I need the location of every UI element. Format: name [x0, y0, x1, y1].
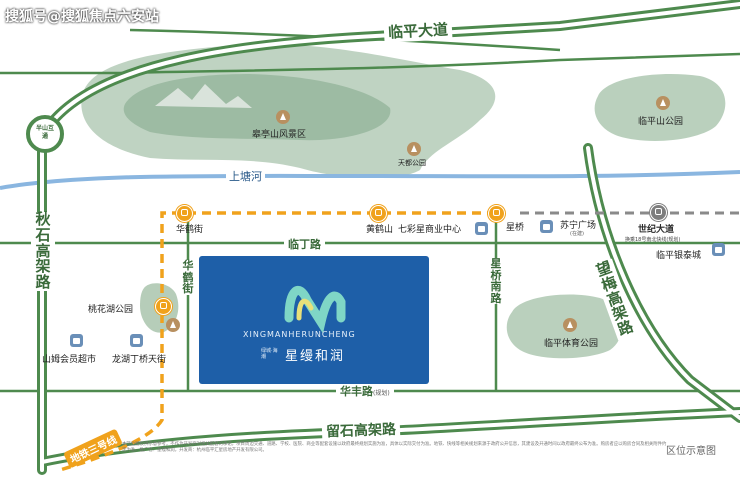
- map-caption: 区位示意图: [666, 446, 716, 457]
- xingqiao-south-road-label: 星桥南路: [488, 258, 504, 305]
- huafeng-road-name: 华丰路: [340, 385, 373, 398]
- project-pinyin: XINGMANHERUNCHENG: [243, 330, 356, 339]
- shangtang-river-label: 上塘河: [226, 168, 265, 184]
- tree-icon-taohuahu: [166, 318, 180, 332]
- station-xingqiao-label: 星桥: [506, 223, 525, 233]
- century-avenue-note: 换乘18号南北快线(规划): [625, 237, 681, 243]
- banshan-interchange-label: 半山互通: [36, 125, 55, 140]
- suning-plaza-label: 苏宁广场: [560, 221, 597, 231]
- linping-avenue-label: 临平大道: [383, 18, 453, 43]
- huafeng-road-label: 华丰路(规划): [336, 383, 394, 399]
- project-logo-mark: [284, 285, 346, 334]
- tree-icon-tiandu: [407, 142, 421, 156]
- disclaimer-text: 本区位图仅供示意参考，不作为开发商对相关配套的承诺，项目周边交通、道路、学校、医…: [122, 442, 667, 453]
- shop-icon-sams: [70, 334, 83, 347]
- longhu-tianjie-label: 龙湖丁桥天街: [112, 355, 167, 365]
- metro-icon-xingqiao: [488, 205, 505, 222]
- linpingshan-park-label: 临平山公园: [638, 117, 684, 127]
- huahe-street-vertical-label: 华鹤街: [180, 260, 196, 295]
- tree-icon-linpingshan: [656, 96, 670, 110]
- mountain-peaks: [155, 84, 252, 108]
- tree-icon-gaoting: [276, 110, 290, 124]
- shop-icon-suning: [540, 220, 553, 233]
- tree-icon-sports-park: [563, 318, 577, 332]
- tiandu-park-label: 天都公园: [398, 159, 426, 167]
- project-brand-small: 绿城·海潮: [261, 348, 278, 360]
- shop-icon-yintai: [712, 243, 725, 256]
- gaoting-scenic-label: 皋亭山风景区: [252, 130, 307, 140]
- gaoting-mountain-core: [123, 74, 391, 141]
- station-huahe-label: 华鹤街: [176, 225, 204, 235]
- station-taohuahu-label: 桃花湖公园: [88, 305, 134, 315]
- linping-sports-park-label: 临平体育公园: [544, 339, 599, 349]
- metro-icon-huahe: [176, 205, 193, 222]
- station-huanghe-label: 黄鹤山: [366, 225, 394, 235]
- suning-plaza-note: (在建): [570, 231, 584, 237]
- project-block: XINGMANHERUNCHENG 绿城·海潮 星缦和润: [199, 256, 429, 384]
- qiushi-elevated-label: 秋石高架路: [31, 211, 55, 291]
- liushi-elevated-label: 留石高架路: [321, 418, 401, 442]
- metro-icon-century-avenue: [650, 204, 667, 221]
- banshan-interchange-circle: [26, 115, 64, 153]
- century-avenue-label: 世纪大道: [638, 225, 675, 235]
- shangtang-river: [0, 170, 740, 190]
- qicaixing-center-label: 七彩星商业中心: [398, 225, 462, 235]
- source-watermark: 搜狐号@搜狐焦点六安站: [5, 9, 159, 25]
- metro-icon-taohuahu: [155, 298, 172, 315]
- shop-icon-longhu: [130, 334, 143, 347]
- huafeng-road-note: (规划): [373, 390, 390, 397]
- shop-icon-qicaixing: [475, 222, 488, 235]
- sams-club-label: 山姆会员超市: [42, 355, 97, 365]
- project-name: 星缦和润: [285, 349, 346, 364]
- metro-icon-huanghe: [370, 205, 387, 222]
- linping-yintai-label: 临平银泰城: [656, 251, 702, 261]
- linding-road-label: 临丁路: [284, 236, 325, 252]
